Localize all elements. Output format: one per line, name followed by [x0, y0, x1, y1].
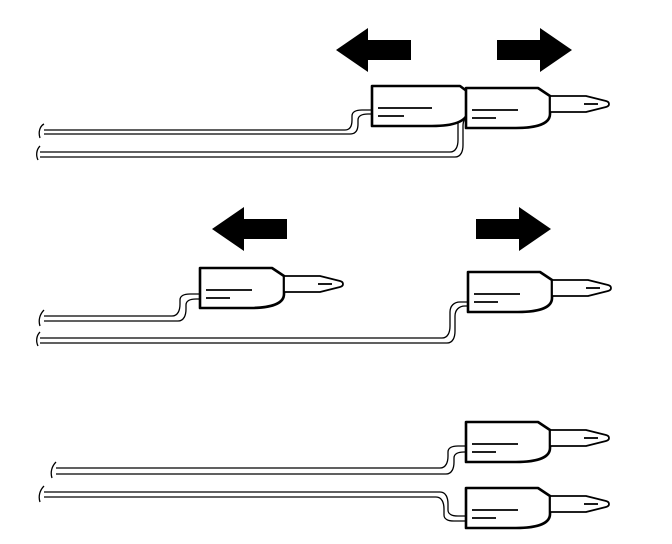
- plug-front: [464, 86, 611, 130]
- plug-left: [198, 266, 345, 310]
- plug-rear: [370, 84, 470, 128]
- right-arrow-icon: [476, 207, 551, 251]
- panel-separated: [36, 207, 613, 347]
- panel-parallel: [38, 420, 611, 530]
- panel-connected: [36, 28, 611, 161]
- plug-upper: [464, 420, 611, 464]
- plug-right: [466, 270, 613, 314]
- cable-lower: [36, 301, 468, 347]
- left-arrow-icon: [212, 207, 287, 251]
- right-arrow-icon: [497, 28, 572, 72]
- plug-lower: [464, 486, 611, 530]
- cable-lower: [38, 485, 466, 522]
- left-arrow-icon: [336, 28, 411, 72]
- cable-upper: [38, 109, 372, 139]
- cable-upper: [50, 445, 466, 479]
- cable-upper: [38, 293, 200, 327]
